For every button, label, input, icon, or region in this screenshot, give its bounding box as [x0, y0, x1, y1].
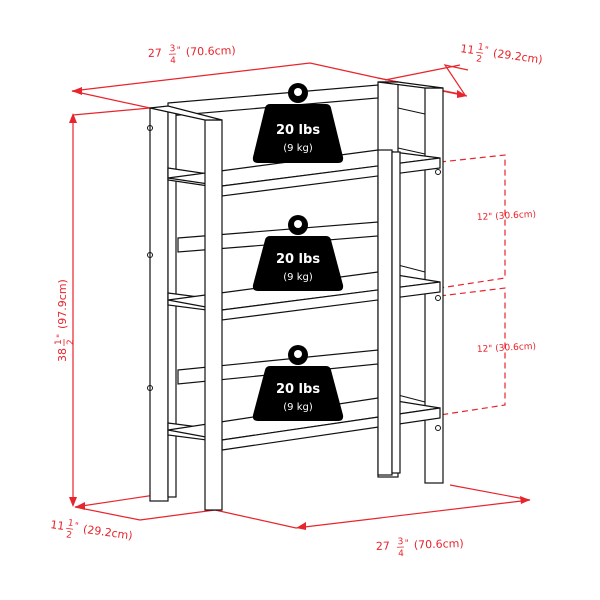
svg-text:4: 4	[170, 56, 176, 66]
label-top-depth: 11 1 2 " (29.2cm)	[460, 42, 544, 67]
svg-text:": "	[177, 46, 181, 56]
capacity-lbs: 20 lbs	[276, 123, 320, 138]
svg-text:27: 27	[376, 540, 390, 553]
weight-icon	[252, 366, 344, 421]
svg-text:1: 1	[477, 42, 484, 53]
arrow-icon	[75, 502, 85, 510]
label-bottom-depth: 11 1 2 " (29.2cm)	[50, 518, 134, 543]
capacity-kg: (9 kg)	[283, 272, 313, 283]
arrow-icon	[457, 90, 467, 98]
svg-text:(97.9cm): (97.9cm)	[56, 279, 69, 329]
label-height: 38 1 2 " (97.9cm)	[54, 279, 76, 362]
top-width-line	[71, 62, 379, 109]
svg-text:2: 2	[475, 54, 482, 65]
arrow-icon	[69, 113, 77, 123]
capacity-kg: (9 kg)	[283, 143, 313, 154]
label-top-width: 27 3 4 " (70.6cm)	[148, 44, 236, 66]
svg-text:(70.6cm): (70.6cm)	[186, 44, 236, 59]
arrow-icon	[72, 87, 82, 95]
svg-text:11: 11	[50, 518, 66, 533]
label-shelf-gap-lower: 12" (30.6cm)	[477, 342, 537, 355]
label-bottom-width: 27 3 4 " (70.6cm)	[376, 537, 464, 559]
svg-text:2: 2	[65, 530, 72, 541]
svg-text:11: 11	[460, 42, 476, 57]
arrow-icon	[69, 497, 77, 507]
svg-text:": "	[74, 521, 79, 531]
shelf-gap-lower-line	[439, 287, 506, 416]
svg-text:4: 4	[398, 549, 404, 559]
bottom-width-line	[214, 484, 531, 529]
arrow-icon	[520, 496, 530, 504]
weight-badge-bottom: 20 lbs (9 kg)	[252, 345, 344, 421]
svg-text:27: 27	[148, 47, 162, 60]
svg-text:(29.2cm): (29.2cm)	[492, 47, 543, 67]
svg-text:1: 1	[54, 339, 64, 345]
svg-text:3: 3	[170, 44, 176, 54]
svg-text:3: 3	[398, 537, 404, 547]
svg-text:1: 1	[67, 518, 74, 529]
svg-text:2: 2	[66, 339, 76, 345]
capacity-lbs: 20 lbs	[276, 252, 320, 267]
weight-icon	[252, 104, 344, 163]
capacity-lbs: 20 lbs	[276, 382, 320, 397]
bottom-depth-line	[74, 494, 216, 521]
dimension-lines	[69, 62, 531, 530]
svg-text:": "	[56, 334, 66, 338]
weight-badge-middle: 20 lbs (9 kg)	[252, 215, 344, 291]
weight-icon	[252, 236, 344, 291]
svg-text:": "	[484, 45, 489, 55]
capacity-kg: (9 kg)	[283, 402, 313, 413]
svg-text:38: 38	[56, 348, 69, 362]
svg-text:(29.2cm): (29.2cm)	[82, 523, 133, 543]
svg-text:": "	[405, 539, 409, 549]
arrow-icon	[296, 522, 306, 530]
svg-text:(70.6cm): (70.6cm)	[414, 537, 464, 552]
shelf-gap-upper-line	[439, 154, 506, 289]
bookshelf	[147, 81, 444, 511]
label-shelf-gap-upper: 12" (30.6cm)	[477, 210, 537, 223]
weight-badge-top: 20 lbs (9 kg)	[252, 83, 344, 163]
